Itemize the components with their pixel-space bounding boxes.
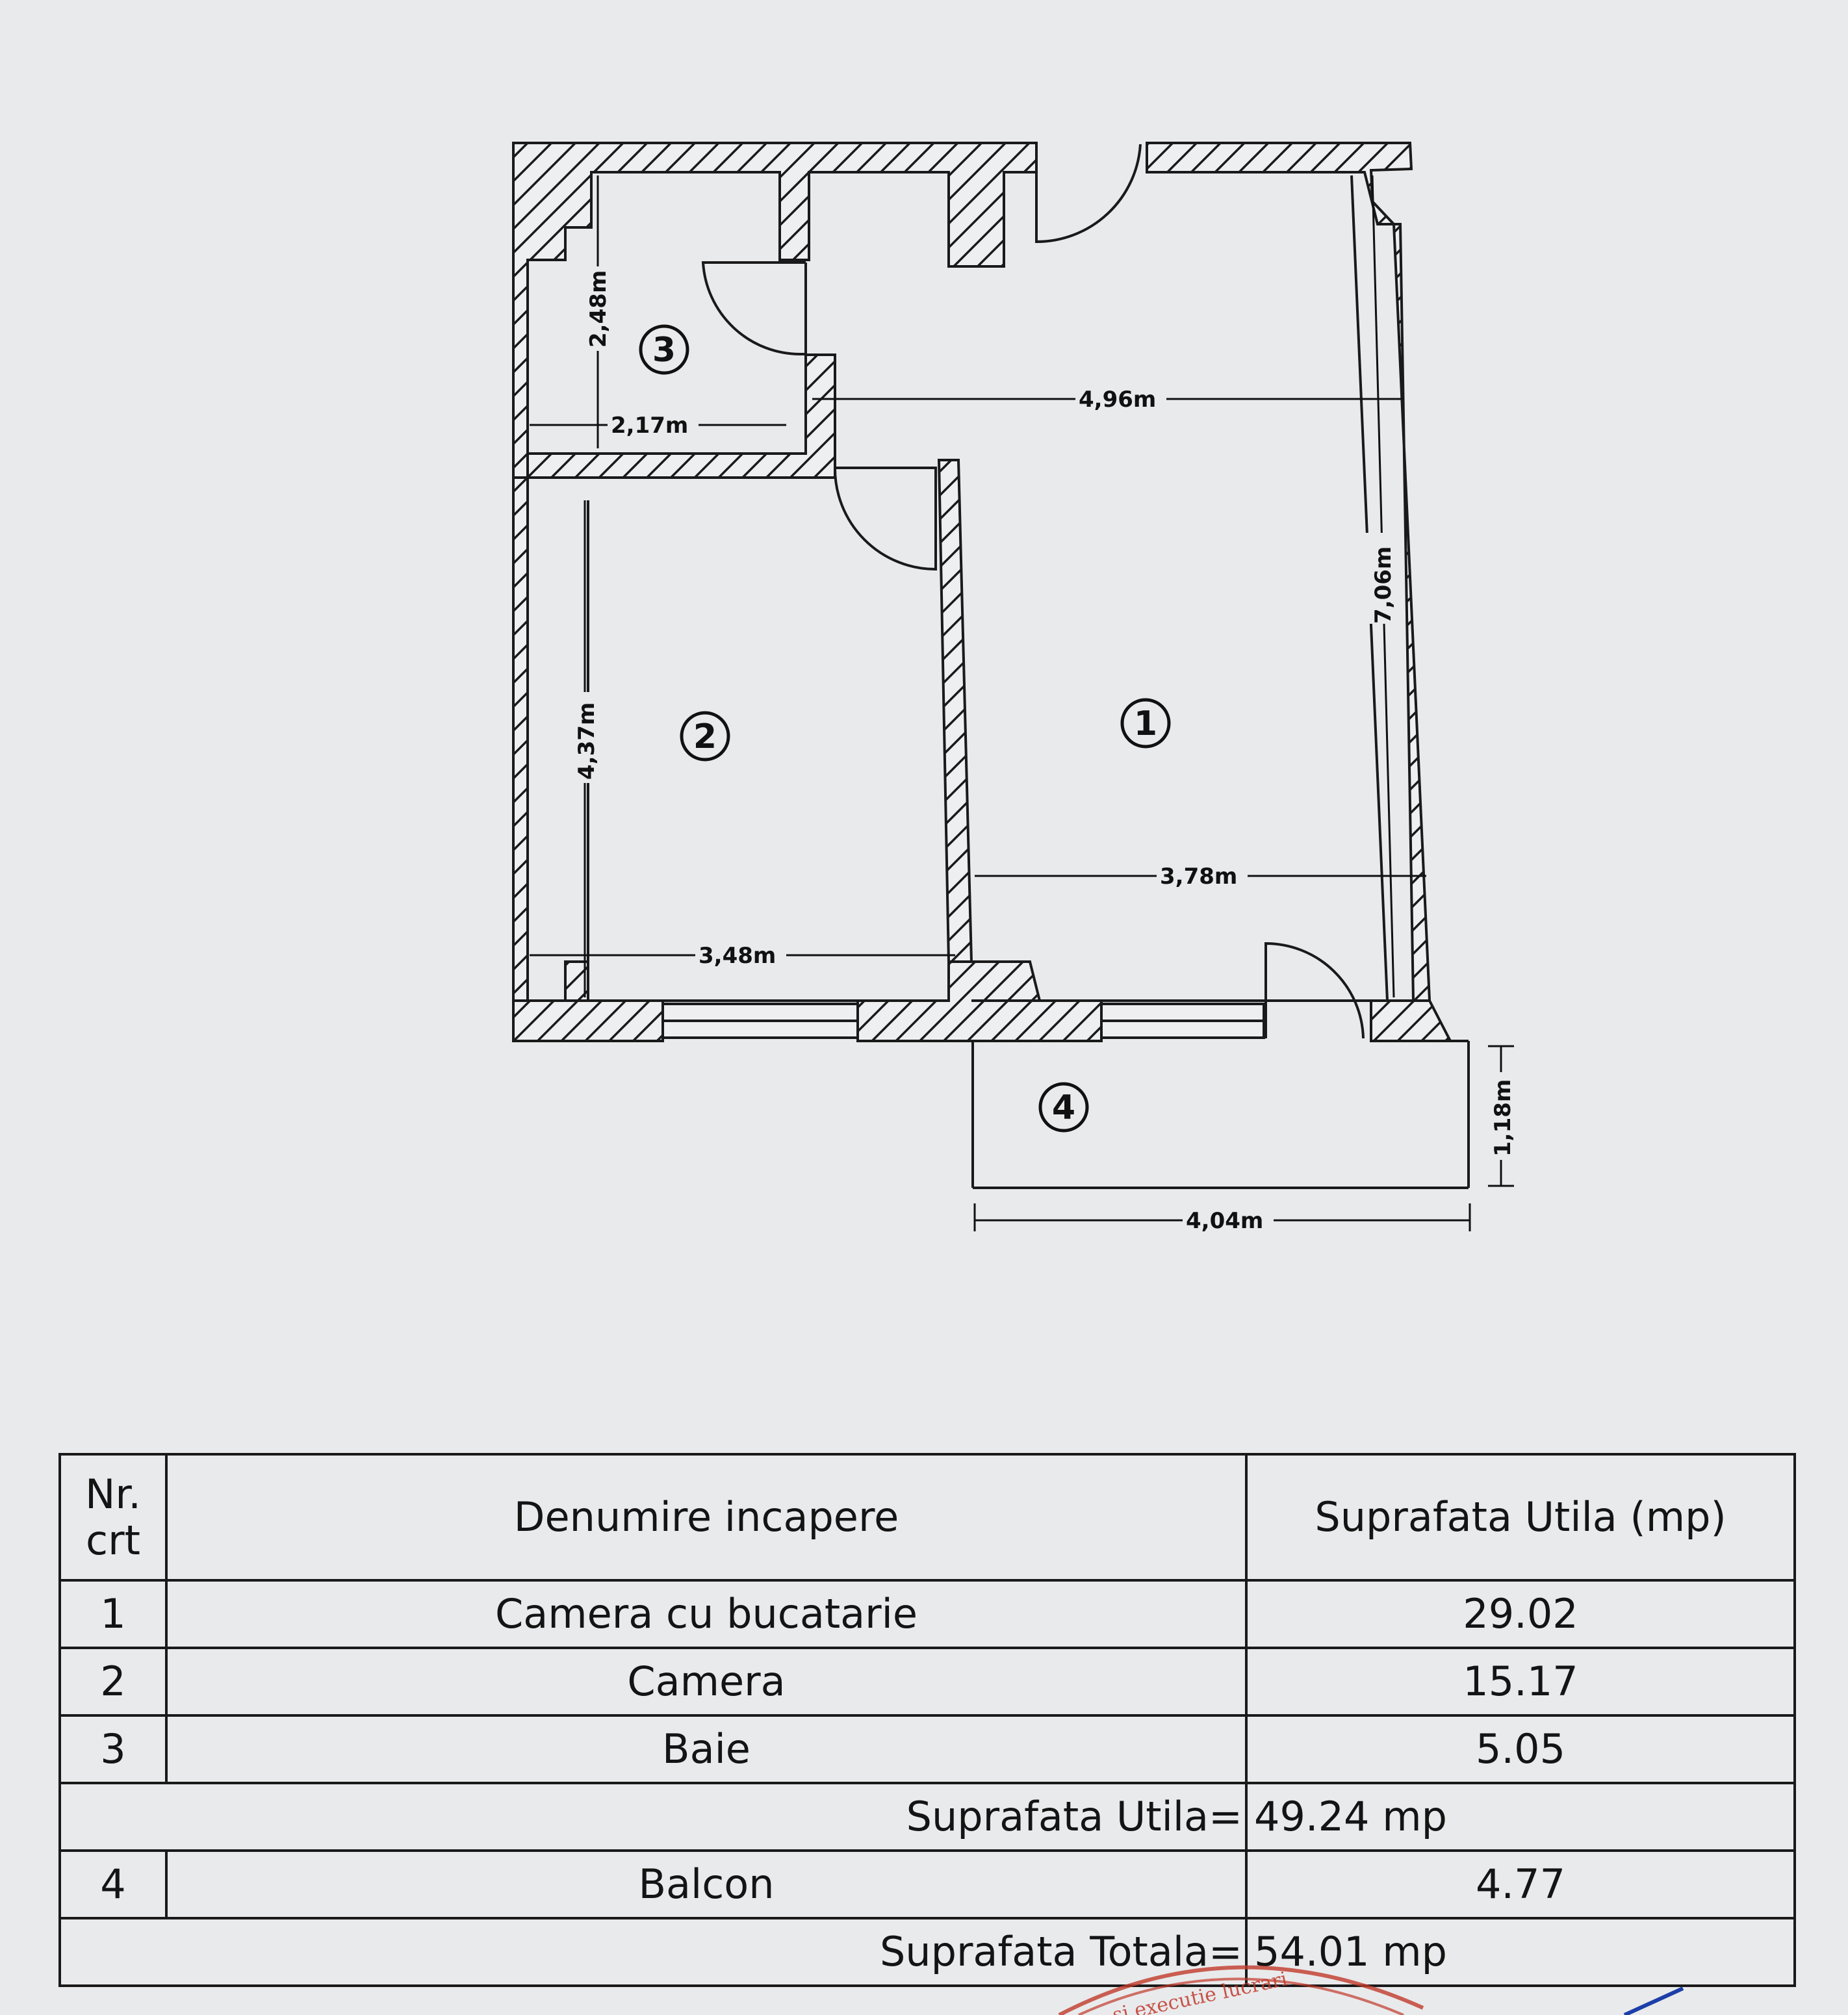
header-nr: Nr. crt: [58, 1453, 168, 1582]
row-nr: 4: [58, 1849, 168, 1919]
table-row: 3 Baie 5.05: [58, 1714, 1796, 1784]
area-table: Nr. crt Denumire incapere Suprafata Util…: [58, 1453, 1796, 1987]
room-number-1: 1: [1134, 704, 1157, 743]
left-wall: [512, 476, 529, 1002]
door-entrance: [1035, 144, 1142, 244]
row-name: Camera: [165, 1647, 1248, 1717]
room-marker-1: [1120, 698, 1171, 749]
top-wall-left: [512, 142, 1038, 879]
door-room2: [833, 467, 937, 571]
row-nr: 1: [58, 1579, 168, 1649]
row-name: Baie: [165, 1714, 1248, 1784]
grand-total-value: 54.01 mp: [1245, 1917, 1796, 1987]
doors: [701, 144, 1365, 1039]
dim-bath-width: 2,17m: [611, 413, 688, 439]
row-nr: 3: [58, 1714, 168, 1784]
row-nr: 2: [58, 1647, 168, 1717]
dim-main-height: 7,06m: [1370, 546, 1396, 624]
header-name: Denumire incapere: [165, 1453, 1248, 1582]
room-number-4: 4: [1052, 1088, 1075, 1127]
bottom-wall-3: [1370, 999, 1453, 1042]
room-marker-2: [680, 711, 730, 762]
dimension-lines: [530, 175, 1514, 1231]
door-balcony: [1264, 942, 1365, 1039]
dim-room2-height: 4,37m: [574, 702, 600, 780]
row-area: 5.05: [1245, 1714, 1796, 1784]
table-row: 4 Balcon 4.77: [58, 1849, 1796, 1919]
row-area: 4.77: [1245, 1849, 1796, 1919]
table-header-row: Nr. crt Denumire incapere Suprafata Util…: [58, 1453, 1796, 1582]
grand-total-row: Suprafata Totala= 54.01 mp: [58, 1917, 1796, 1987]
partition-wall: [937, 459, 973, 963]
room-numbers: 1 2 3 4: [652, 331, 1157, 1127]
row-area: 15.17: [1245, 1647, 1796, 1717]
room-marker-3: [639, 324, 689, 375]
useful-total-row: Suprafata Utila= 49.24 mp: [58, 1782, 1796, 1852]
header-area: Suprafata Utila (mp): [1245, 1453, 1796, 1582]
room-number-3: 3: [652, 331, 676, 370]
dim-main-width-bottom: 3,78m: [1160, 864, 1237, 890]
room-markers: [639, 324, 1171, 1133]
svg-text:si executie lucrari: si executie lucrari: [1110, 1968, 1289, 2015]
room-number-2: 2: [693, 717, 717, 756]
dim-main-width-top: 4,96m: [1079, 387, 1156, 413]
floor-plan: 2,48m 2,17m 4,96m 7,06m 3,78m 4,37m 3,48…: [512, 142, 1517, 1235]
dim-room2-width: 3,48m: [699, 943, 776, 969]
table-row: 2 Camera 15.17: [58, 1647, 1796, 1717]
grand-total-label: Suprafata Totala=: [58, 1917, 1248, 1987]
walls: [512, 142, 1453, 1042]
dim-balcony-depth: 1,18m: [1490, 1079, 1516, 1157]
row-name: Balcon: [165, 1849, 1248, 1919]
useful-total-label: Suprafata Utila=: [58, 1782, 1248, 1852]
stamp: si executie lucrari: [1058, 1965, 1684, 2015]
room-marker-4: [1038, 1082, 1089, 1133]
dim-bath-height: 2,48m: [585, 270, 611, 348]
door-bath: [701, 261, 807, 356]
row-name: Camera cu bucatarie: [165, 1579, 1248, 1649]
table-row: 1 Camera cu bucatarie 29.02: [58, 1579, 1796, 1649]
dimension-labels: 2,48m 2,17m 4,96m 7,06m 3,78m 4,37m 3,48…: [571, 266, 1517, 1235]
useful-total-value: 49.24 mp: [1245, 1782, 1796, 1852]
balcony: [971, 1040, 1470, 1189]
row-area: 29.02: [1245, 1579, 1796, 1649]
dim-balcony-width: 4,04m: [1186, 1208, 1263, 1234]
inner-lines: [528, 175, 1389, 1039]
